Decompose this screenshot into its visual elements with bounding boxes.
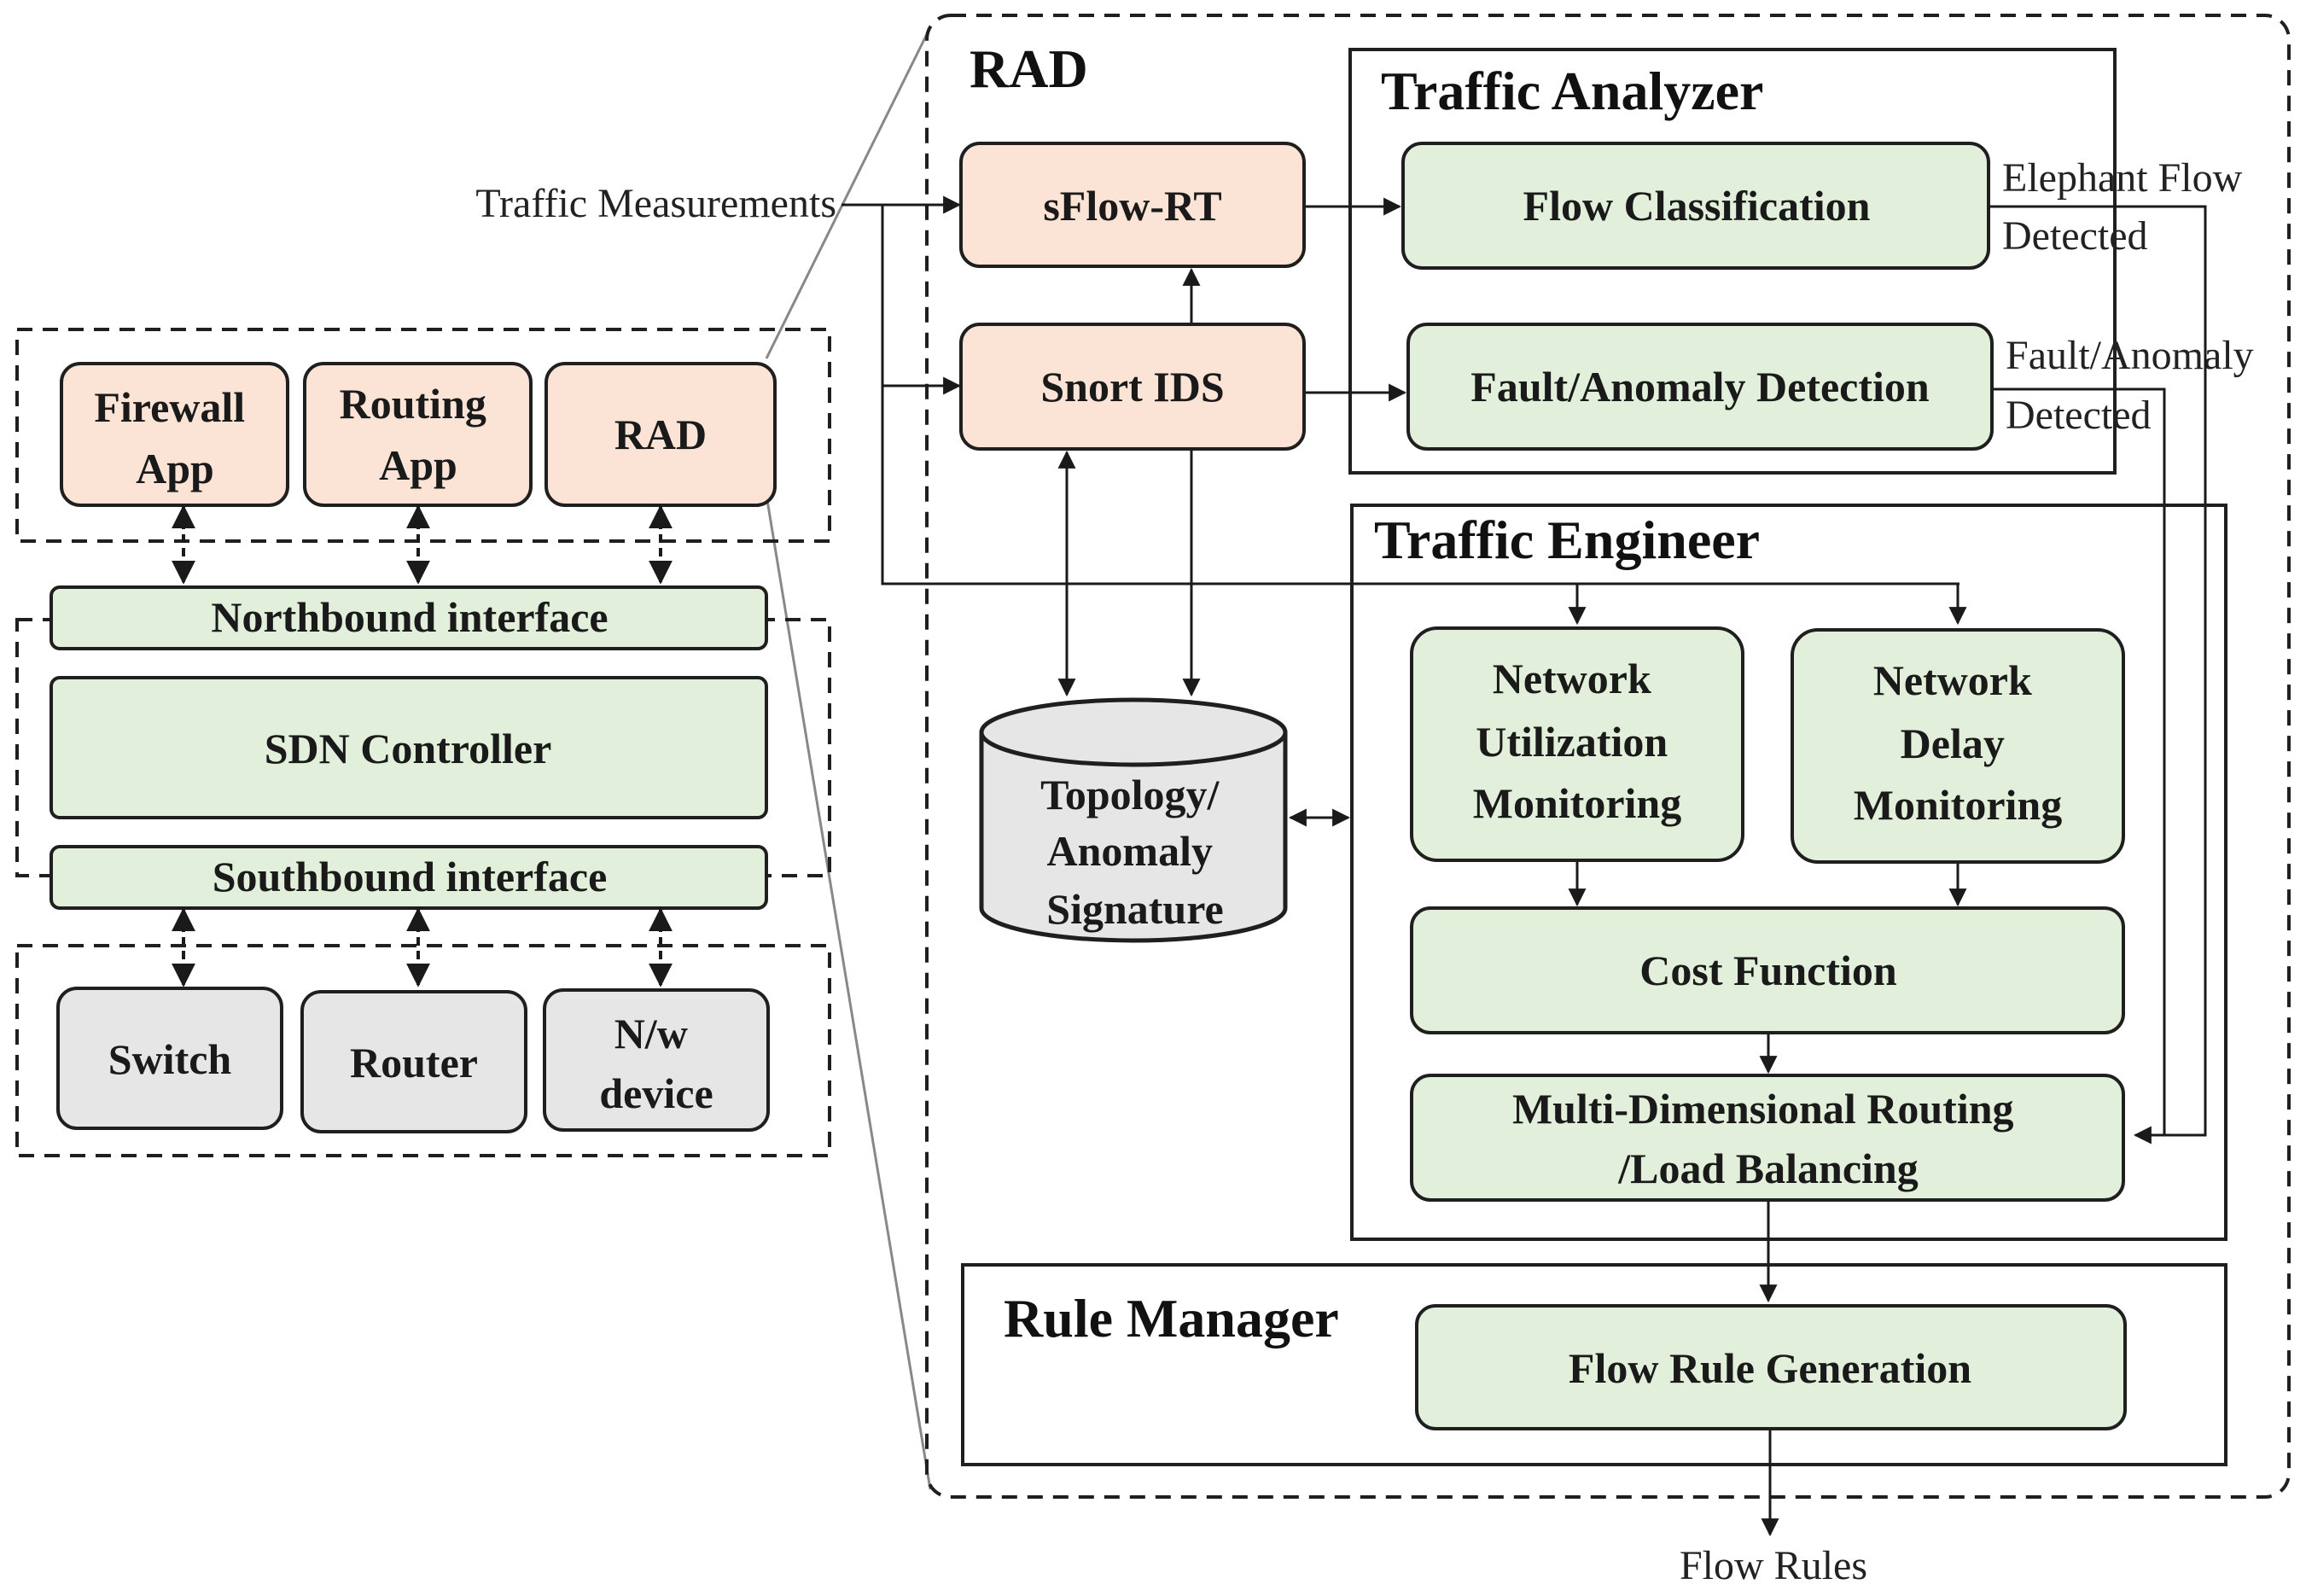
switch-label: Switch [108,1035,232,1083]
utilization-label-1: Network [1493,655,1651,702]
firewall-app-label-2: App [136,445,214,492]
flow-rule-generation-label: Flow Rule Generation [1569,1344,1971,1392]
flow-rule-generation-box[interactable] [1415,1304,2127,1430]
flow-classification-label: Flow Classification [1523,182,1871,230]
switch-box[interactable] [56,987,283,1130]
svg-text:Network Delay Monitori: Network Delay Monitoring [1854,656,2062,829]
sdn-controller-box[interactable] [49,676,768,819]
utilization-label-3: Monitoring [1473,779,1681,827]
routing-label-2: /Load Balancing [1617,1145,1919,1192]
svg-text:Multi-Dimensional Routing: Multi-Dimensional Routing /Load Balancin… [1512,1085,2024,1192]
traffic-measurements-label: Traffic Measurements [475,181,836,226]
svg-text:Elephant Flow Detected: Elephant Flow Detected [2002,155,2252,259]
svg-text:Fault/Anomaly Detected: Fault/Anomaly Detected [2006,333,2264,438]
fault-detection-box[interactable] [1406,323,1994,451]
delay-label-3: Monitoring [1854,781,2062,829]
firewall-app-label-1: Firewall [94,383,245,431]
flow-rules-label: Flow Rules [1680,1543,1867,1588]
sdn-controller-label: SDN Controller [265,725,552,772]
elephant-flow-label-1: Elephant Flow [2002,155,2243,201]
measurements-to-snort-arrow [881,205,962,395]
rule-manager-title: Rule Manager [1004,1288,1339,1348]
svg-text:N/w device: N/w device [599,1010,713,1117]
snort-ids-box[interactable] [959,323,1306,451]
fault-detection-label: Fault/Anomaly Detection [1470,363,1930,411]
rad-app-label: RAD [614,411,707,458]
fault-anomaly-label-1: Fault/Anomaly [2006,333,2254,378]
routing-app-label-1: Routing [340,380,486,428]
network-delay-box[interactable] [1791,628,2125,864]
rad-title: RAD [970,38,1088,99]
flow-classification-box[interactable] [1401,142,1990,270]
rule-manager-frame [961,1263,2227,1466]
utilization-label-2: Utilization [1476,718,1668,766]
svg-text:Firewall App: Firewall App [94,383,255,492]
topology-anomaly-database[interactable] [979,697,1288,943]
northbound-interface-box[interactable] [49,585,768,650]
snort-ids-label: Snort IDS [1040,363,1224,411]
fault-anomaly-label-2: Detected [2006,393,2152,438]
database-label-2: Anomaly [1047,827,1213,875]
svg-text:Routing App: Routing App [340,380,498,489]
delay-label-2: Delay [1901,719,2005,767]
router-label: Router [350,1039,478,1086]
svg-text:Network Utilization Mo: Network Utilization Monitoring [1473,655,1681,827]
traffic-analyzer-title: Traffic Analyzer [1381,61,1763,121]
measurements-to-engineer-line [881,386,1960,585]
network-utilization-box[interactable] [1410,626,1744,862]
elephant-feedback-line [1990,205,2207,1145]
rad-detail-frame [925,14,2291,1499]
database-label-1: Topology/ [1040,771,1220,818]
southbound-interface-label: Southbound interface [213,853,608,900]
nw-device-box[interactable] [543,988,770,1132]
multi-dimensional-routing-box[interactable] [1410,1074,2125,1202]
router-box[interactable] [300,990,527,1133]
delay-label-1: Network [1873,656,2032,704]
traffic-engineer-frame [1350,504,2227,1241]
elephant-flow-label-2: Detected [2002,213,2148,259]
fault-feedback-line [1994,387,2166,1135]
zoom-line-bottom [765,494,932,1490]
routing-app-label-2: App [379,441,457,489]
cost-function-box[interactable] [1410,906,2125,1034]
database-label-3: Signature [1046,885,1223,933]
cost-function-label: Cost Function [1639,947,1897,994]
sflow-rt-box[interactable] [959,142,1306,268]
nw-device-label-1: N/w [614,1010,688,1057]
routing-label-1: Multi-Dimensional Routing [1512,1085,2014,1133]
northbound-interface-label: Northbound interface [211,593,608,641]
sflow-rt-label: sFlow-RT [1043,182,1221,230]
nw-device-label-2: device [599,1069,713,1117]
zoom-line-top [765,26,932,359]
traffic-engineer-title: Traffic Engineer [1374,510,1760,570]
traffic-analyzer-frame [1348,48,2117,475]
svg-text:Topology/ Anomaly Sign: Topology/ Anomaly Signature [1040,771,1230,933]
